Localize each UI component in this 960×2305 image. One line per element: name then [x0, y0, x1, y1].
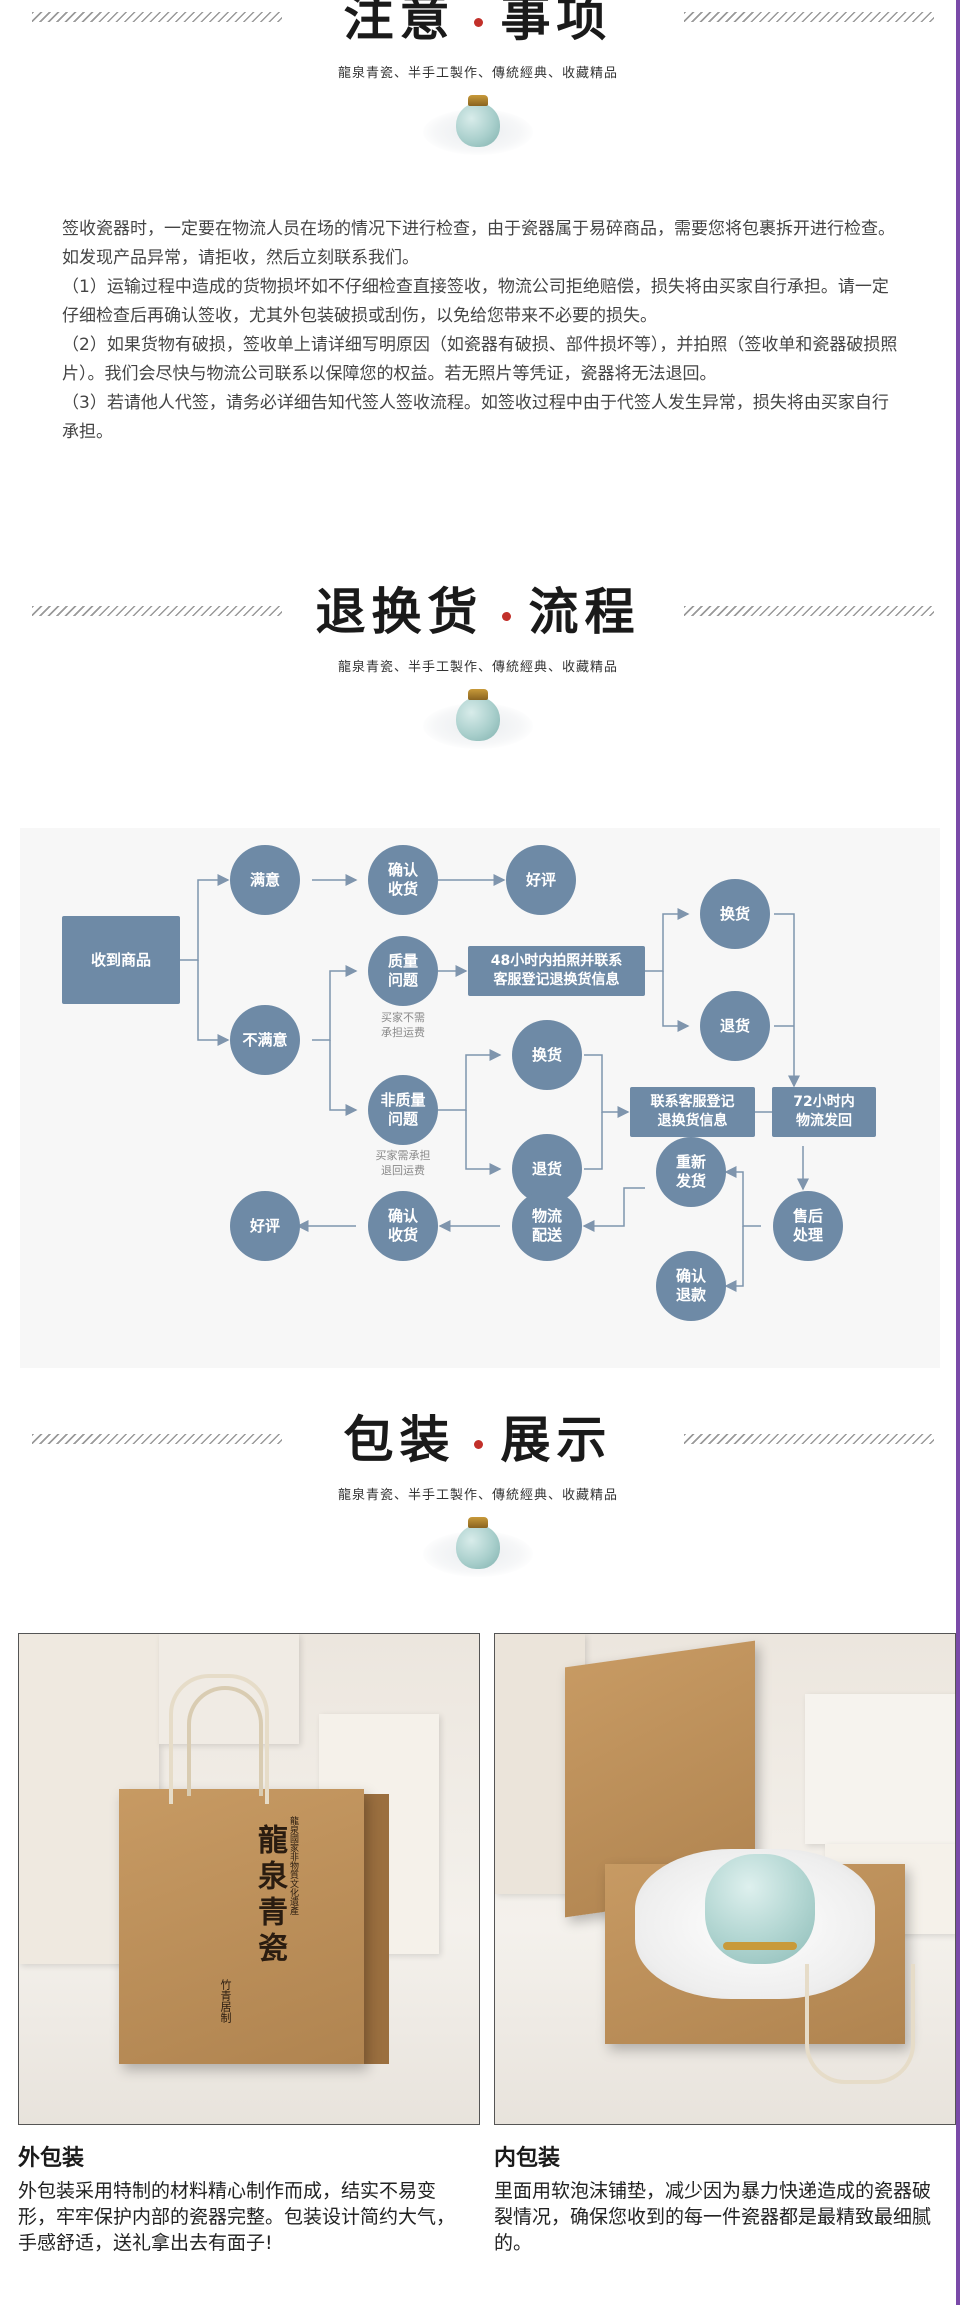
flow-node-ship-72h: 72小时内 物流发回 — [772, 1087, 876, 1137]
flow-node-exchange: 换货 — [700, 879, 770, 949]
notice-section-header: 注意事项 龍泉青瓷、半手工製作、傳統經典、收藏精品 — [0, 0, 956, 159]
hatch-decoration — [32, 12, 282, 22]
section-title: 注意事项 — [343, 0, 613, 47]
section-title: 包装展示 — [343, 1410, 613, 1469]
hatch-decoration — [32, 1434, 282, 1444]
flow-node-confirm-receipt: 确认 收货 — [368, 1191, 438, 1261]
hatch-decoration — [684, 1434, 934, 1444]
hatch-decoration — [684, 12, 934, 22]
flow-node-satisfied: 满意 — [230, 845, 300, 915]
notice-paragraph: （3）若请他人代签，请务必详细告知代签人签收流程。如签收过程中由于代签人发生异常… — [62, 393, 889, 442]
flow-node-reship: 重新 发货 — [656, 1137, 726, 1207]
flow-node-unsatisfied: 不满意 — [230, 1005, 300, 1075]
flow-node-refund: 确认 退款 — [656, 1251, 726, 1321]
inner-package-photo — [494, 1633, 956, 2125]
section-subtitle: 龍泉青瓷、半手工製作、傳統經典、收藏精品 — [337, 1488, 618, 1503]
flow-node-received: 收到商品 — [62, 916, 180, 1004]
rope-handle — [805, 1964, 915, 2084]
inner-package-title: 内包装 — [494, 2146, 561, 2171]
flow-node-logistics: 物流 配送 — [512, 1191, 582, 1261]
flow-node-good-review: 好评 — [506, 845, 576, 915]
inner-package-text: 里面用软泡沫铺垫，减少因为暴力快递造成的瓷器破裂情况，确保您收到的每一件瓷器都是… — [494, 2180, 932, 2254]
outer-package-text: 外包装采用特制的材料精心制作而成，结实不易变形，牢牢保护内部的瓷器完整。包装设计… — [18, 2180, 456, 2254]
hatch-decoration — [32, 606, 282, 616]
celadon-jar-icon — [423, 1511, 533, 1581]
celadon-jar-icon — [423, 683, 533, 753]
flow-node-quality-issue: 质量 问题 — [368, 936, 438, 1006]
return-flow-diagram: 收到商品 满意 确认 收货 好评 不满意 质量 问题 买家不需 承担运费 非质量… — [20, 828, 940, 1368]
flow-node-exchange: 换货 — [512, 1020, 582, 1090]
flow-node-return: 退货 — [700, 991, 770, 1061]
flow-note-quality: 买家不需 承担运费 — [381, 1011, 425, 1039]
rope-handle — [169, 1674, 269, 1804]
flow-note-non-quality: 买家需承担 退回运费 — [375, 1149, 431, 1177]
flow-node-photo-contact: 48小时内拍照并联系 客服登记退换货信息 — [468, 946, 645, 996]
flow-node-good-review: 好评 — [230, 1191, 300, 1261]
section-subtitle: 龍泉青瓷、半手工製作、傳統經典、收藏精品 — [337, 66, 618, 81]
section-title: 退换货流程 — [315, 582, 641, 641]
flow-node-after-sales: 售后 处理 — [773, 1191, 843, 1261]
title-dot — [501, 611, 511, 621]
notice-paragraph: 签收瓷器时，一定要在物流人员在场的情况下进行检查，由于瓷器属于易碎商品，需要您将… — [62, 219, 895, 268]
package-section-header: 包装展示 龍泉青瓷、半手工製作、傳統經典、收藏精品 — [0, 1400, 956, 1581]
page-edge-rule — [956, 0, 960, 2305]
kraft-gift-box — [119, 1789, 364, 2064]
celadon-jar-icon — [423, 89, 533, 159]
notice-paragraph: （2）如果货物有破损，签收单上请详细写明原因（如瓷器有破损、部件损坏等），并拍照… — [62, 335, 898, 384]
box-title: 龍泉青瓷 — [252, 1824, 287, 1968]
outer-package-photo: 龍泉青瓷 龍泉國家非物質文化遺產 竹青居制 — [18, 1633, 480, 2125]
section-subtitle: 龍泉青瓷、半手工製作、傳統經典、收藏精品 — [337, 660, 618, 675]
flow-node-confirm-receipt: 确认 收货 — [368, 845, 438, 915]
title-dot — [473, 1439, 483, 1449]
outer-package-title: 外包装 — [18, 2146, 85, 2171]
hatch-decoration — [684, 606, 934, 616]
return-section-header: 退换货流程 龍泉青瓷、半手工製作、傳統經典、收藏精品 — [0, 572, 956, 753]
notice-paragraph: （1）运输过程中造成的货物损坏如不仔细检查直接签收，物流公司拒绝赔偿，损失将由买… — [62, 277, 889, 326]
box-small-text: 龍泉國家非物質文化遺產 — [288, 1816, 298, 1915]
notice-text: 签收瓷器时，一定要在物流人员在场的情况下进行检查，由于瓷器属于易碎商品，需要您将… — [62, 215, 902, 447]
box-signature: 竹青居制 — [219, 1979, 232, 2023]
title-dot — [473, 17, 483, 27]
flow-node-non-quality-issue: 非质量 问题 — [368, 1075, 438, 1145]
flow-node-contact-service: 联系客服登记 退换货信息 — [630, 1087, 755, 1137]
